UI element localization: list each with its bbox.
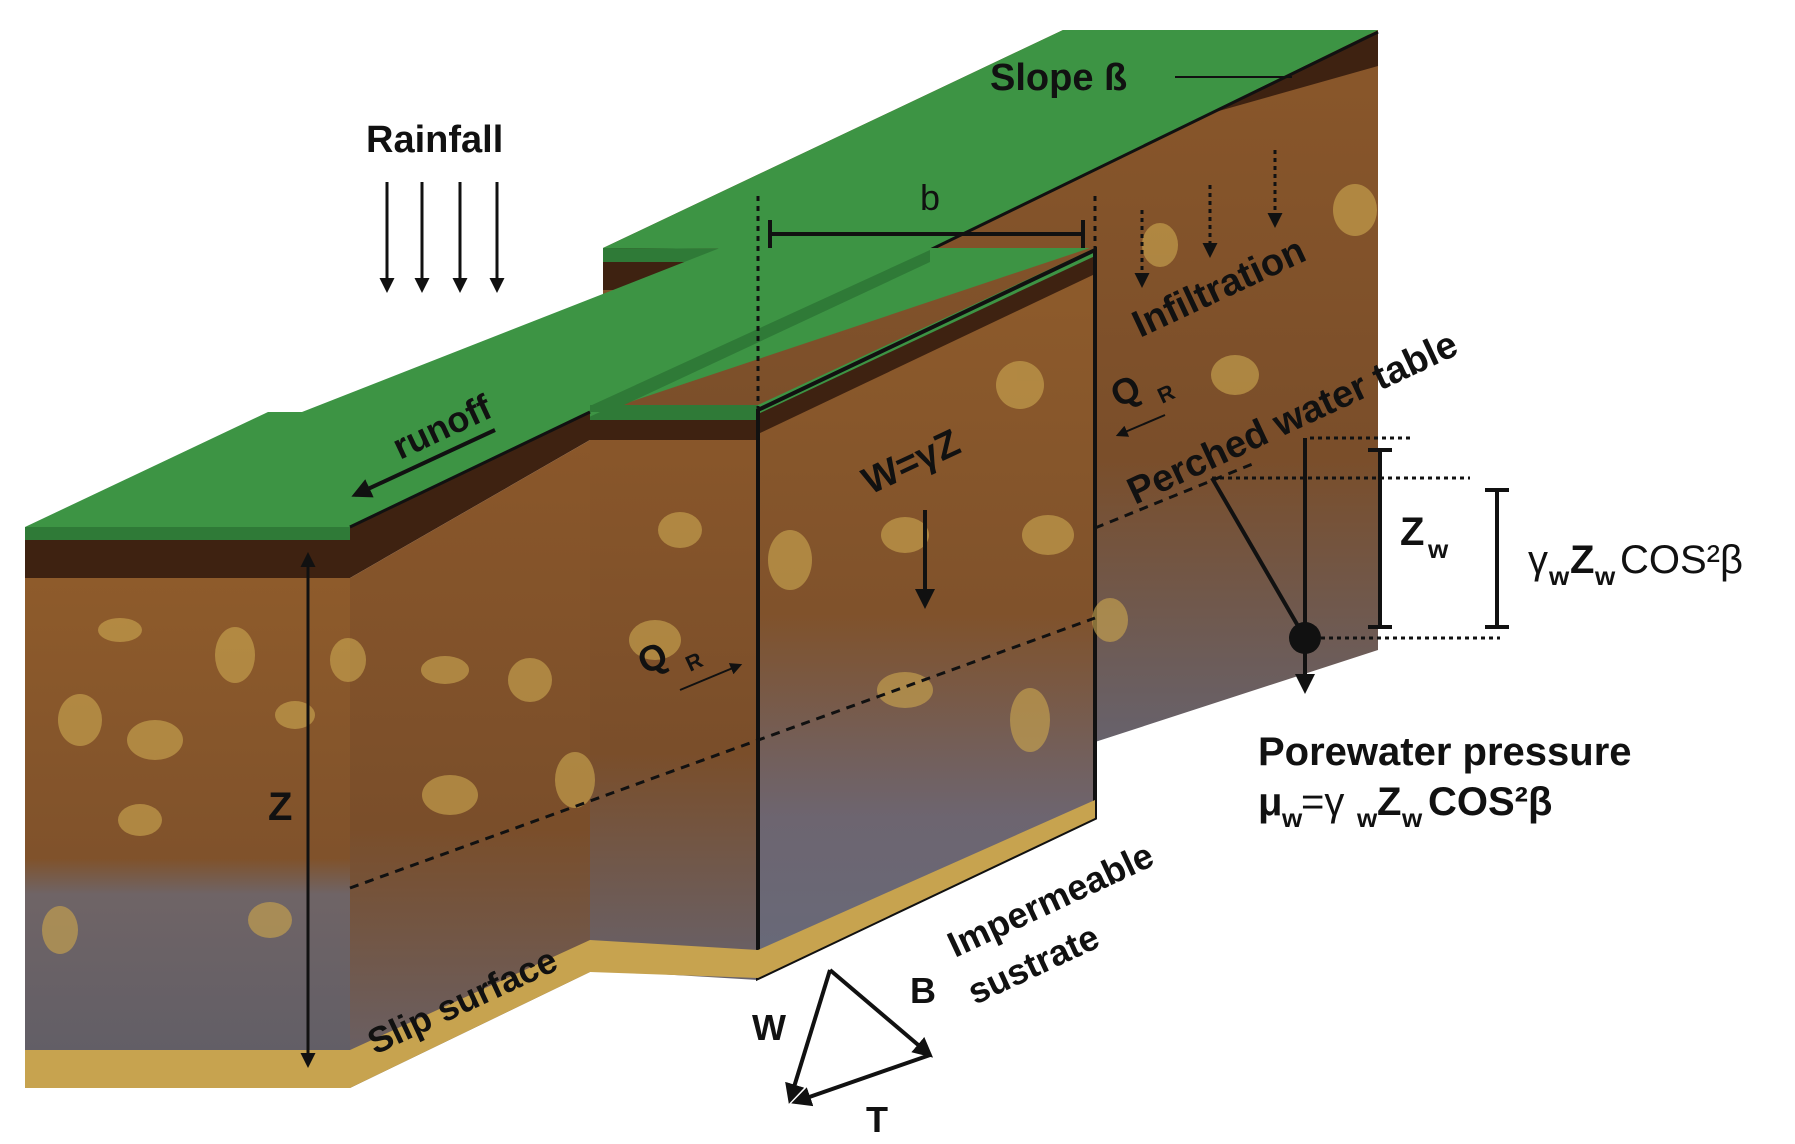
zw-label: Z w [1400,510,1449,564]
slope-label: Slope ß [990,57,1127,99]
svg-text:COS²β: COS²β [1620,538,1743,582]
force-w-label: W [752,1007,786,1048]
svg-text:COS²β: COS²β [1428,780,1552,824]
svg-text:w: w [1548,561,1570,591]
runoff-arrow [351,428,496,498]
svg-text:w: w [1427,534,1449,564]
rainfall-arrows [379,182,505,293]
front-slope-block [25,410,600,1088]
svg-text:w: w [1401,803,1423,833]
svg-text:=γ: =γ [1301,780,1344,824]
svg-text:w: w [1356,803,1378,833]
rainfall-label: Rainfall [366,119,503,161]
mu-formula: μ w =γ w Z w COS²β [1258,780,1552,833]
b-label: b [920,177,940,218]
force-b-label: B [910,970,936,1011]
svg-text:Z: Z [1377,780,1401,824]
svg-text:μ: μ [1258,780,1282,824]
pressure-point [1289,622,1321,654]
svg-text:Z: Z [1400,510,1424,554]
middle-slope-block [302,248,1090,980]
force-triangle [785,968,934,1107]
perched-water-table-line [349,461,1256,890]
infiltration-arrows [1134,150,1283,288]
analysis-slice [756,246,1097,982]
gamma-zw-formula: γ w Z w COS²β [1528,538,1743,591]
svg-text:w: w [1281,803,1303,833]
z-label: Z [268,785,292,829]
force-t-label: T [866,1099,888,1139]
svg-text:w: w [1594,561,1616,591]
svg-text:γ: γ [1528,538,1548,582]
width-b-dimension [756,196,1097,408]
soil-rocks [42,184,1377,954]
impermeable-gravel [25,800,1095,1088]
water-depth-annotations [1210,436,1509,694]
porewater-pressure-label: Porewater pressure [1258,730,1632,774]
svg-text:Z: Z [1570,538,1594,582]
